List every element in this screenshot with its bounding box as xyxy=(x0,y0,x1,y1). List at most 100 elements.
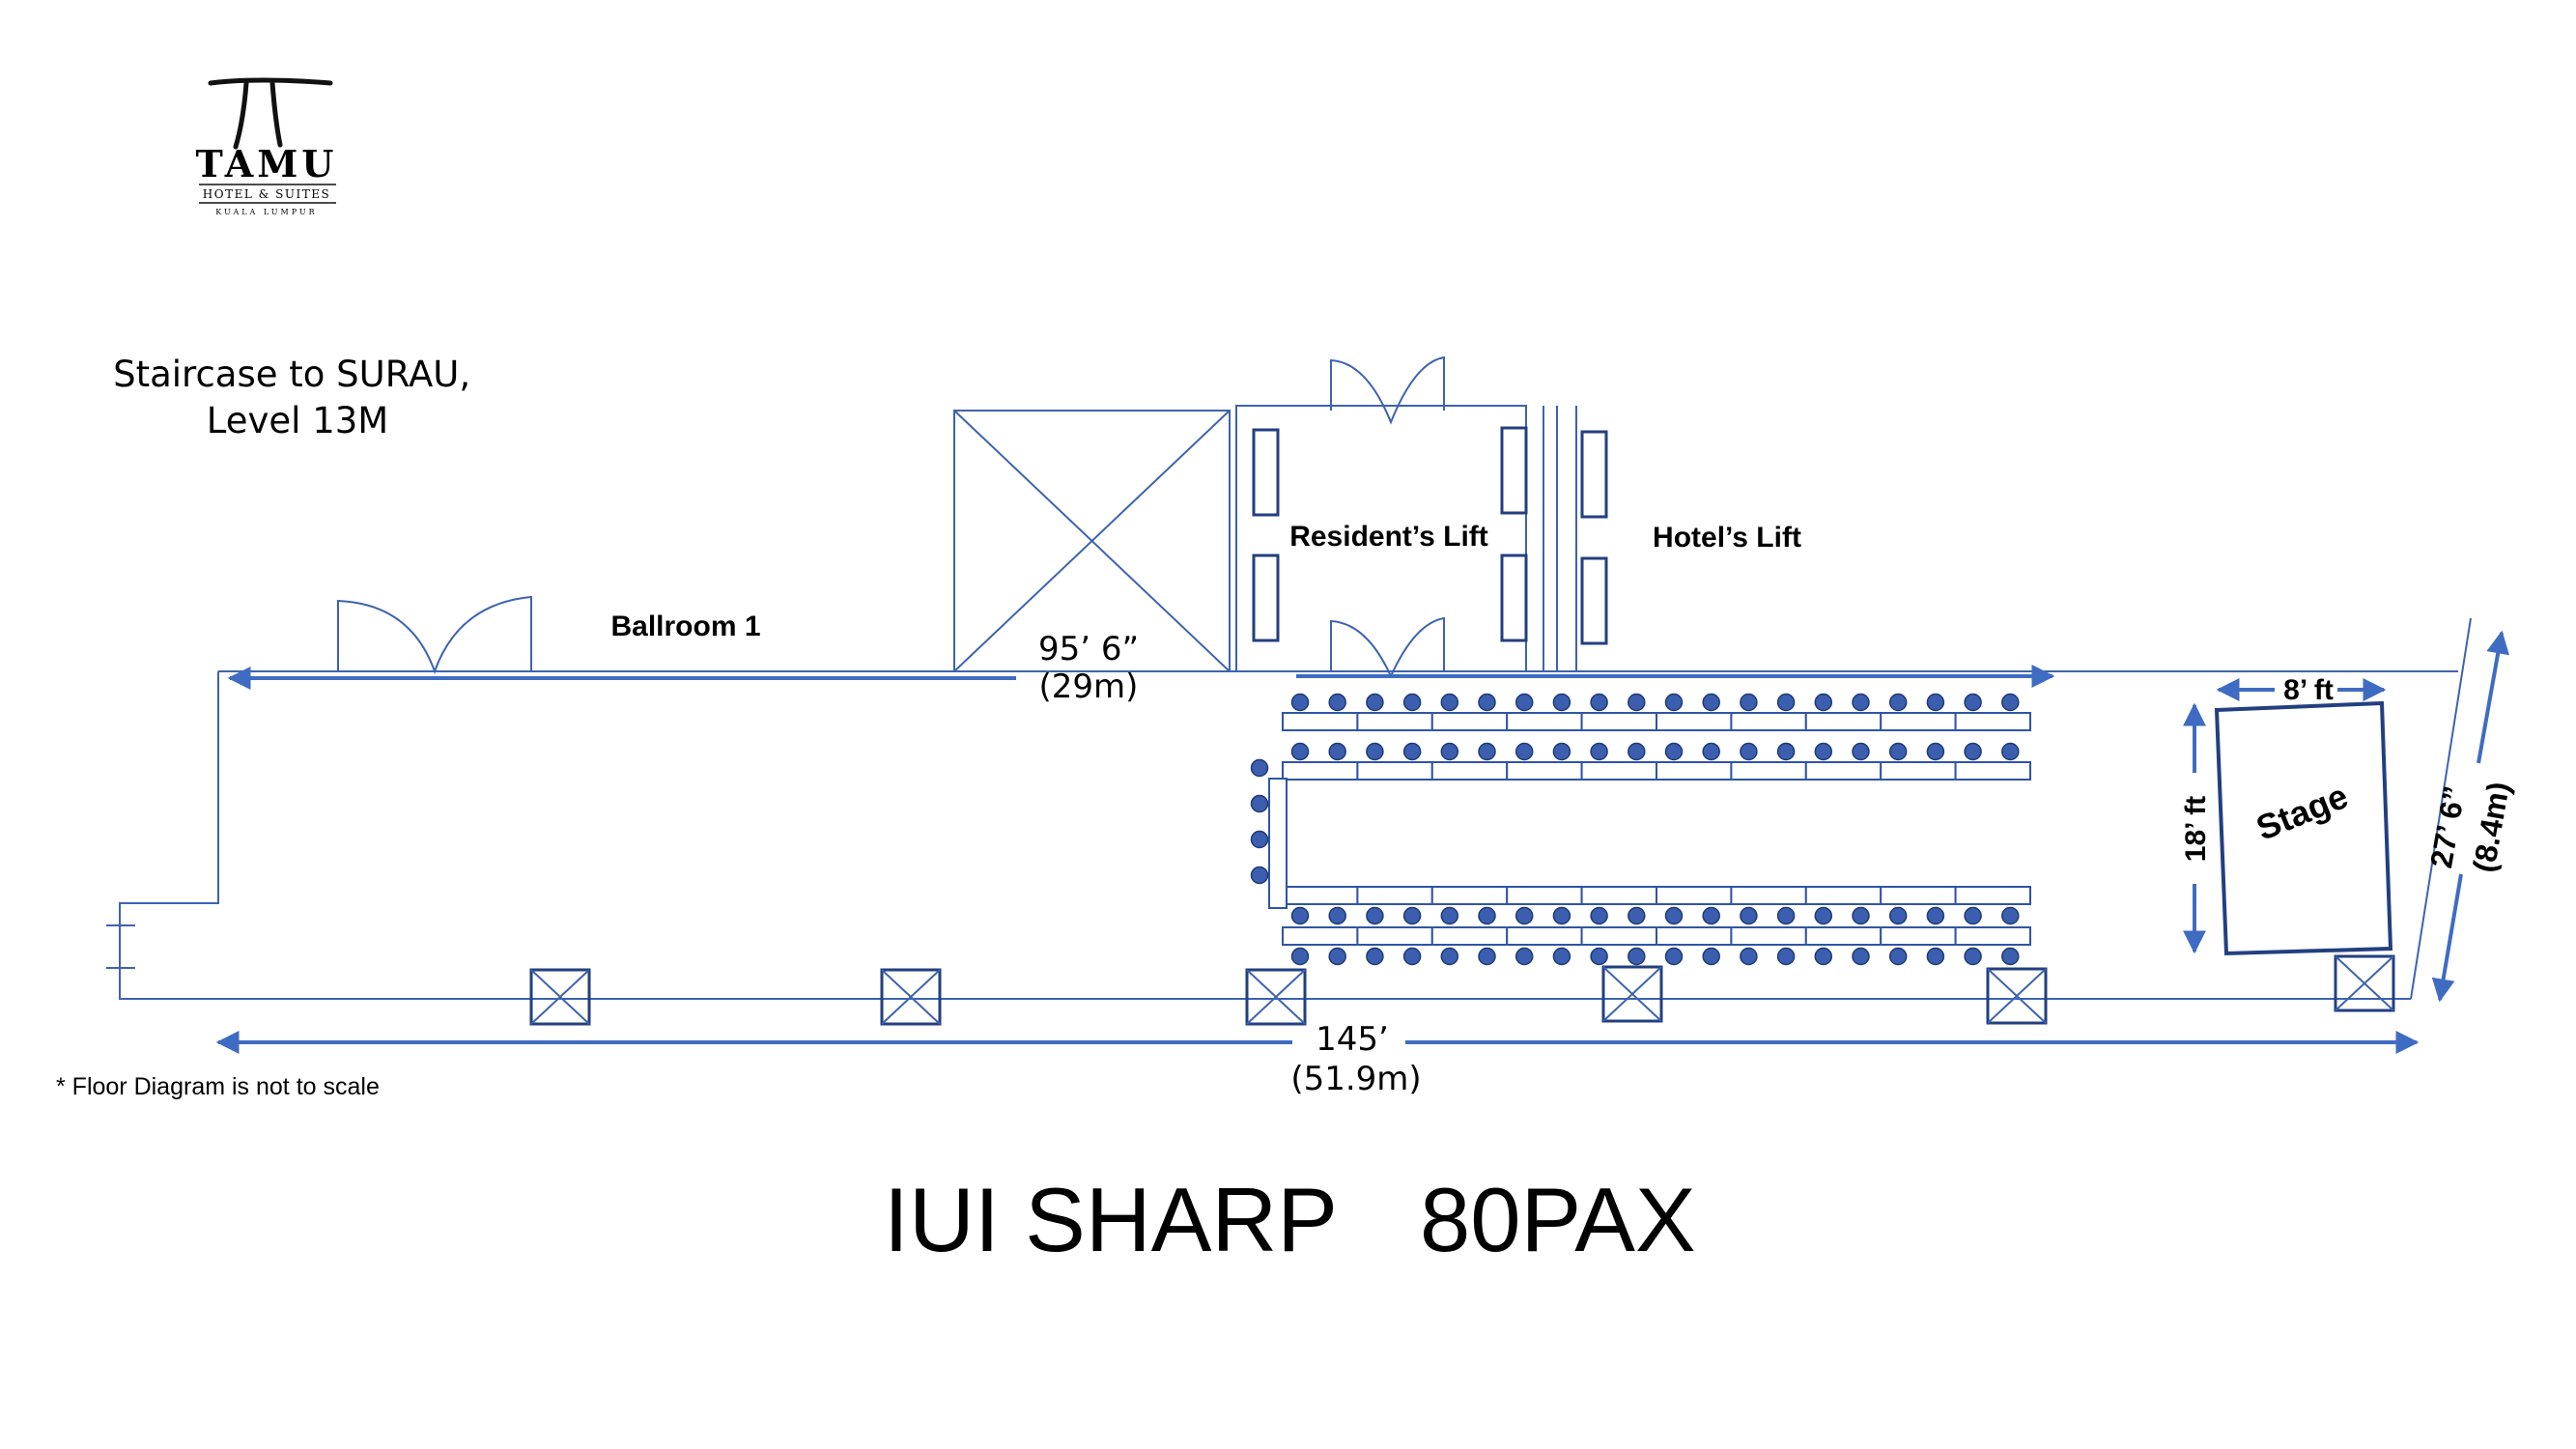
resident-lift-door xyxy=(1252,554,1280,642)
chair xyxy=(1740,742,1758,761)
chair xyxy=(1402,742,1422,761)
chair xyxy=(1552,906,1571,925)
dimension-right: 27’ 6” (8.4m) xyxy=(2423,630,2516,1003)
chair xyxy=(1628,947,1646,966)
chair xyxy=(1478,693,1496,712)
head-chair xyxy=(1250,758,1269,778)
chair xyxy=(1664,906,1684,925)
table xyxy=(1430,886,1509,905)
lower-lobby-door-icon xyxy=(1330,616,1445,679)
chair xyxy=(1776,906,1796,925)
chair xyxy=(1552,693,1571,712)
table xyxy=(1656,886,1733,905)
table xyxy=(1880,926,1957,946)
chair xyxy=(1590,947,1608,966)
pillars xyxy=(529,954,2395,1026)
chair xyxy=(1852,742,1870,761)
dimension-bottom: 145’ (51.9m) xyxy=(215,1020,2420,1098)
chair xyxy=(1740,693,1758,712)
logo-mark-icon xyxy=(208,77,333,150)
table xyxy=(1730,761,1807,781)
chair xyxy=(1740,906,1758,925)
chair xyxy=(1366,742,1384,761)
chair xyxy=(1702,742,1720,761)
chair xyxy=(1776,742,1796,761)
head-chair xyxy=(1250,794,1269,813)
table xyxy=(1580,886,1657,905)
chair xyxy=(1366,693,1384,712)
table xyxy=(1656,712,1733,731)
table xyxy=(1282,761,1359,781)
resident-lift-door xyxy=(1500,554,1528,642)
chair xyxy=(1328,693,1346,712)
chair xyxy=(1552,742,1571,761)
dimension-upper: 95’ 6” (29m) xyxy=(227,630,2055,706)
chair xyxy=(1328,906,1346,925)
chair xyxy=(1664,693,1684,712)
dimension-bottom-ft: 145’ xyxy=(1316,1020,1389,1059)
tamu-logo: TAMU HOTEL & SUITES KUALA LUMPUR xyxy=(196,77,336,216)
chair xyxy=(1702,906,1720,925)
chair xyxy=(1664,742,1684,761)
table xyxy=(1804,926,1882,946)
chair xyxy=(1590,906,1608,925)
table xyxy=(1804,761,1882,781)
resident-lift-door xyxy=(1500,426,1528,515)
chair xyxy=(1852,693,1870,712)
chair xyxy=(1888,742,1908,761)
pillar-icon xyxy=(880,968,942,1026)
table xyxy=(1506,712,1583,731)
table xyxy=(1430,712,1509,731)
table xyxy=(1730,926,1807,946)
staircase-label: Staircase to SURAU, Level 13M xyxy=(113,354,482,441)
dimension-stage-depth-label: 18’ ft xyxy=(2180,796,2212,862)
table xyxy=(1880,761,1957,781)
pillar-icon xyxy=(1245,968,1307,1026)
chair xyxy=(1628,693,1646,712)
chair xyxy=(1964,742,1982,761)
chair xyxy=(1402,906,1422,925)
table xyxy=(1656,926,1733,946)
stage-platform xyxy=(2214,700,2393,956)
table xyxy=(1580,761,1657,781)
table xyxy=(1880,886,1957,905)
head-table xyxy=(1268,778,1288,909)
chair xyxy=(1702,947,1720,966)
dimension-stage-depth: 18’ ft xyxy=(2180,702,2212,954)
chair xyxy=(1440,947,1459,966)
dimension-right-ft: 27’ 6” xyxy=(2423,783,2472,870)
table xyxy=(1282,886,1359,905)
chair xyxy=(1478,742,1496,761)
chair xyxy=(1814,742,1833,761)
chair xyxy=(1888,693,1908,712)
chair xyxy=(1814,693,1833,712)
chair xyxy=(2001,947,2020,966)
table xyxy=(1954,926,2031,946)
dimension-stage-width: 8’ ft xyxy=(2216,674,2387,706)
chair xyxy=(1926,947,1945,966)
chair xyxy=(1964,906,1982,925)
chair xyxy=(2001,742,2020,761)
table xyxy=(1506,761,1583,781)
resident-lift-door xyxy=(1252,428,1280,517)
pillar-icon xyxy=(1986,967,2048,1025)
ballroom-label: Ballroom 1 xyxy=(610,611,760,642)
table xyxy=(1656,761,1733,781)
chair xyxy=(1328,742,1346,761)
table xyxy=(1580,926,1657,946)
chair xyxy=(1590,742,1608,761)
top-lobby-door-icon xyxy=(1330,355,1445,425)
scale-note: * Floor Diagram is not to scale xyxy=(56,1073,380,1100)
chair xyxy=(1366,947,1384,966)
chair xyxy=(1926,906,1945,925)
table xyxy=(1430,761,1509,781)
dimension-right-m: (8.4m) xyxy=(2466,780,2516,875)
chair xyxy=(1514,906,1534,925)
pillar-icon xyxy=(2334,954,2395,1012)
dimension-upper-ft: 95’ 6” xyxy=(1038,630,1139,668)
head-chair xyxy=(1250,866,1269,885)
chair xyxy=(1888,947,1908,966)
hotels-lift-label: Hotel’s Lift xyxy=(1653,522,1801,554)
hotel-lift-door xyxy=(1580,556,1608,645)
staircase-label-line1: Staircase to SURAU, xyxy=(113,354,470,395)
